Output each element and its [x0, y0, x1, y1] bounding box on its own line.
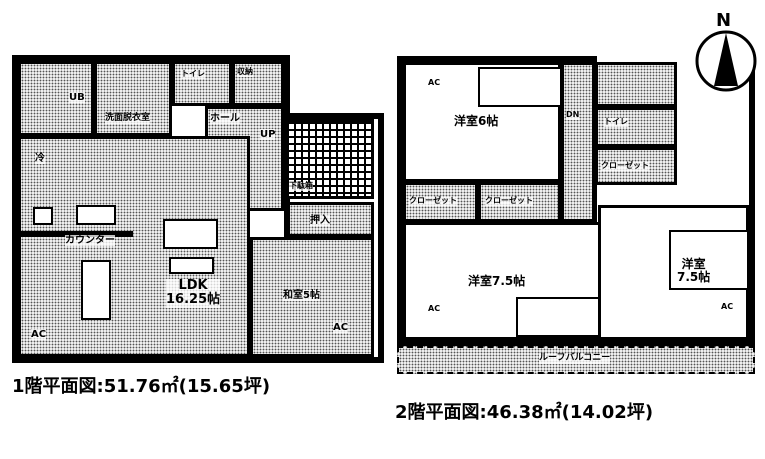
room-entrance: 下駄箱 [284, 119, 374, 199]
stove-icon [33, 207, 53, 225]
room-stairs: 収納 [232, 61, 284, 106]
coffee-table [169, 257, 214, 274]
room-toilet: トイレ [172, 61, 232, 106]
roof-balcony: ルーフバルコニー [397, 346, 755, 374]
room-stairs-2f [595, 62, 677, 107]
room-washroom: 洗面脱衣室 [94, 61, 172, 136]
floor2-outline-east [590, 56, 755, 346]
compass-north-label: N [716, 10, 732, 31]
bed [516, 297, 601, 337]
room-toilet-2f: トイレ [595, 107, 677, 147]
compass: N [690, 10, 762, 92]
room-japanese: 和室5帖 AC [250, 237, 374, 357]
room-western-7-5a: 洋室7.5帖 AC [403, 222, 603, 340]
floor1-caption: 1階平面図:51.76㎡(15.65坪) [12, 376, 271, 397]
room-closet-1: クローゼット [403, 182, 478, 222]
bed [478, 67, 562, 107]
counter [21, 231, 133, 237]
sink-icon [76, 205, 116, 225]
sofa [163, 219, 218, 249]
floor1-annex-outline [284, 113, 384, 363]
compass-arrow-icon [695, 30, 757, 92]
floor2-caption: 2階平面図:46.38㎡(14.02坪) [395, 402, 654, 423]
room-closet-3: クローゼット [595, 147, 677, 185]
room-western-6: 洋室6帖 AC [403, 62, 562, 182]
room-closet-2: クローゼット [478, 182, 561, 222]
dining-table [81, 260, 111, 320]
room-ub: UB [18, 61, 94, 136]
room-oshiire: 押入 [287, 202, 374, 237]
room-hall-2f: DN [561, 62, 595, 222]
